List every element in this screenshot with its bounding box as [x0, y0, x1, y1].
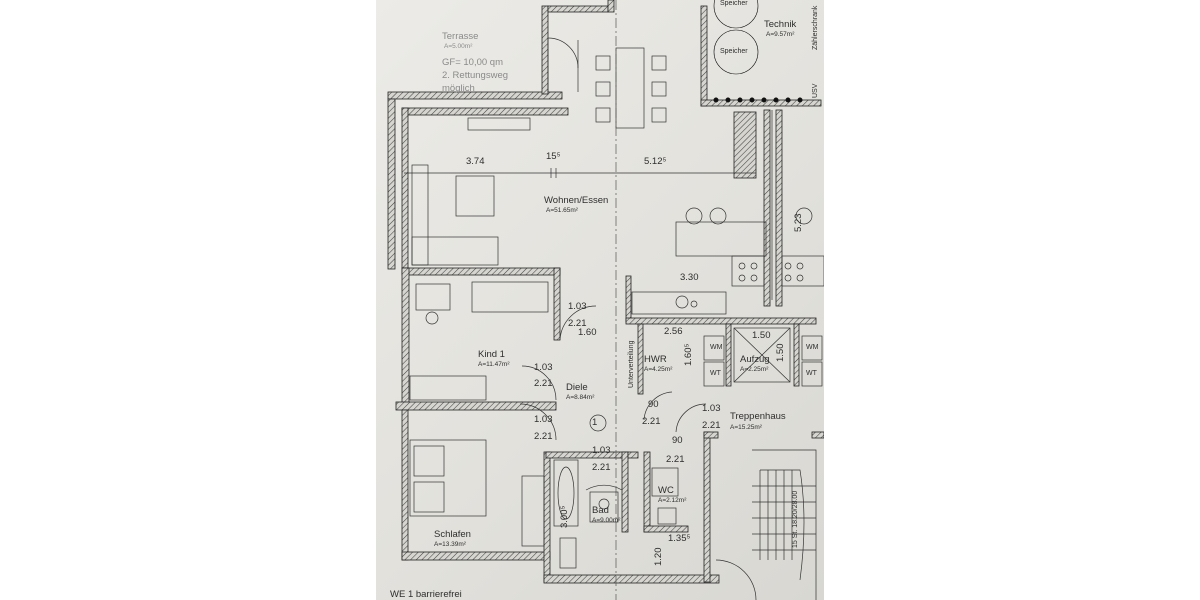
- dim-330: 3.30: [680, 272, 699, 283]
- usv-label: USV: [812, 83, 819, 98]
- dim-90-b: 90: [672, 435, 683, 446]
- treppenhaus-name: Treppenhaus: [730, 411, 786, 422]
- dim-374: 3.74: [466, 156, 485, 167]
- terrasse-name: Terrasse: [442, 31, 479, 42]
- dim-256: 2.56: [664, 326, 683, 337]
- wohnen-area: A=51.65m²: [546, 207, 578, 214]
- walls: [387, 0, 824, 584]
- dim-221-d: 2.21: [642, 416, 661, 427]
- hwr-area: A=4.25m²: [644, 366, 673, 373]
- zaehlerschrank-label: Zählerschrank: [812, 5, 819, 50]
- dim-160: 1.60: [578, 327, 597, 338]
- kind-name: Kind 1: [478, 349, 505, 360]
- aufzug-area: A=2.25m²: [740, 366, 769, 373]
- wc-name: WC: [658, 485, 674, 496]
- dim-1605: 1.60⁵: [683, 343, 694, 366]
- dim-135: 1.35⁵: [668, 533, 691, 544]
- wc-area: A=2.12m²: [658, 497, 687, 504]
- dim-103-d: 1.03: [702, 403, 721, 414]
- terrasse-gf: GF= 10,00 qm: [442, 57, 503, 68]
- dim-150-a: 1.50: [752, 330, 771, 341]
- wohnen-name: Wohnen/Essen: [544, 195, 609, 206]
- dim-155: 15⁵: [546, 151, 561, 162]
- floor-plan-drawing: [387, 0, 824, 600]
- dim-103-b: 1.03: [534, 362, 553, 373]
- wm-2-label: WM: [806, 344, 819, 351]
- terrasse-area: A=5.00m²: [444, 43, 473, 50]
- schlafen-name: Schlafen: [434, 529, 471, 540]
- floor-plan-sheet: Terrasse A=5.00m² GF= 10,00 qm 2. Rettun…: [376, 0, 824, 600]
- speicher-1-label: Speicher: [720, 0, 748, 7]
- hwr-name: HWR: [644, 354, 667, 365]
- kind-area: A=11.47m²: [478, 361, 510, 368]
- footer-label: WE 1 barrierefrei: [390, 589, 462, 600]
- bad-name: Bad: [592, 505, 609, 516]
- dim-221-e: 2.21: [702, 420, 721, 431]
- dim-5125: 5.12⁵: [644, 156, 667, 167]
- schlafen-area: A=13.39m²: [434, 541, 466, 548]
- wm-1-label: WM: [710, 344, 723, 351]
- diele-name: Diele: [566, 382, 588, 393]
- terrasse-rettungsweg: 2. Rettungsweg: [442, 70, 509, 81]
- wt-1-label: WT: [710, 370, 721, 377]
- bad-area: A=9.00m²: [592, 517, 621, 524]
- unterverteilung-label: Unterverteilung: [628, 340, 635, 388]
- dim-103-c: 1.03: [534, 414, 553, 425]
- dim-3005: 3.00⁵: [559, 505, 570, 528]
- terrasse-moeglich: möglich: [442, 83, 475, 94]
- wt-2-label: WT: [806, 370, 817, 377]
- dim-221-b: 2.21: [534, 378, 553, 389]
- dim-103-a: 1.03: [568, 301, 587, 312]
- stair-note: 15 St. 18.20/28.00: [792, 490, 799, 548]
- dim-221-g: 2.21: [592, 462, 611, 473]
- dim-120: 1.20: [653, 547, 664, 567]
- treppenhaus-area: A=15.25m²: [730, 424, 762, 431]
- dim-221-a: 2.21: [568, 318, 587, 329]
- section-marker: 1: [592, 417, 598, 428]
- dim-221-f: 2.21: [666, 454, 685, 465]
- dim-221-c: 2.21: [534, 431, 553, 442]
- diele-area: A=8.84m²: [566, 394, 595, 401]
- dim-90-a: 90: [648, 399, 659, 410]
- technik-area: A=9.57m²: [766, 31, 795, 38]
- dim-523: 5.23: [793, 213, 804, 233]
- technik-name: Technik: [764, 19, 797, 30]
- dim-150-b: 1.50: [775, 343, 786, 363]
- speicher-2-label: Speicher: [720, 48, 748, 55]
- aufzug-name: Aufzug: [740, 354, 770, 365]
- dim-103-e: 1.03: [592, 445, 611, 456]
- thin-lines: [404, 0, 824, 600]
- speicher-tanks: [713, 0, 803, 103]
